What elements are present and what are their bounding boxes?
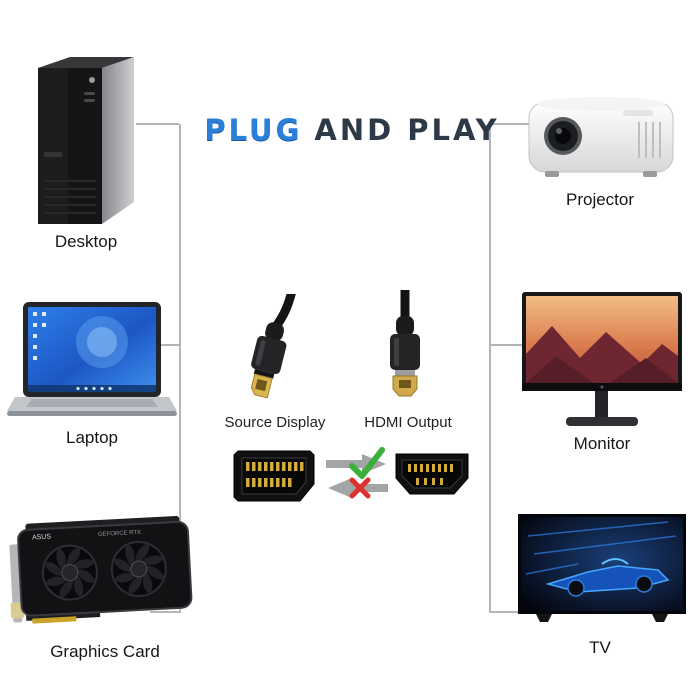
desktop-illustration [38,57,134,224]
graphics-card-label: Graphics Card [50,642,160,661]
taskbar-icons [76,386,112,391]
desktop-connector-line [136,123,179,125]
tv-illustration [518,514,686,622]
right-vertical-line [489,124,491,613]
lens-icon [544,117,582,155]
graphics-card-illustration: ASUS GEFORCE RTX [9,515,193,624]
monitor-illustration [522,292,682,426]
monitor-label: Monitor [573,434,631,453]
laptop-connector-line [160,344,179,346]
hdmi-port-icon [395,453,469,495]
title-plug: PLUG [204,113,303,147]
fan-icon [41,544,98,601]
desktop-label: Desktop [54,232,118,251]
title-and-play: AND PLAY [314,113,500,147]
left-vertical-line [179,124,181,613]
pcie-gold-fingers [32,616,77,624]
laptop-illustration [7,302,177,416]
projector-label: Projector [565,190,635,209]
tv-connector-line [491,611,519,613]
graphics-card-connector-line [150,611,179,613]
displayport-cable-illustration [250,294,297,399]
projector-connector-line [491,123,529,125]
hdmi-output-label: HDMI Output [364,414,452,431]
page-title: PLUG AND PLAY [204,110,496,150]
compatibility-arrows [326,447,388,499]
gpu-model-text: GEFORCE RTX [98,530,141,538]
hdmi-cable-illustration [390,290,420,397]
cross-icon [349,477,371,499]
power-button-icon [89,77,95,83]
projector-illustration [528,97,674,177]
monitor-connector-line [491,344,522,346]
tv-label: TV [589,638,611,657]
race-car-icon [545,558,670,597]
taskbar [28,385,156,392]
fan-icon [110,540,167,597]
gpu-brand-text: ASUS [32,533,52,541]
laptop-label: Laptop [66,428,118,447]
desktop-icons [33,312,46,360]
check-icon [349,447,385,479]
displayport-port-icon [233,450,315,502]
source-display-label: Source Display [224,414,326,431]
